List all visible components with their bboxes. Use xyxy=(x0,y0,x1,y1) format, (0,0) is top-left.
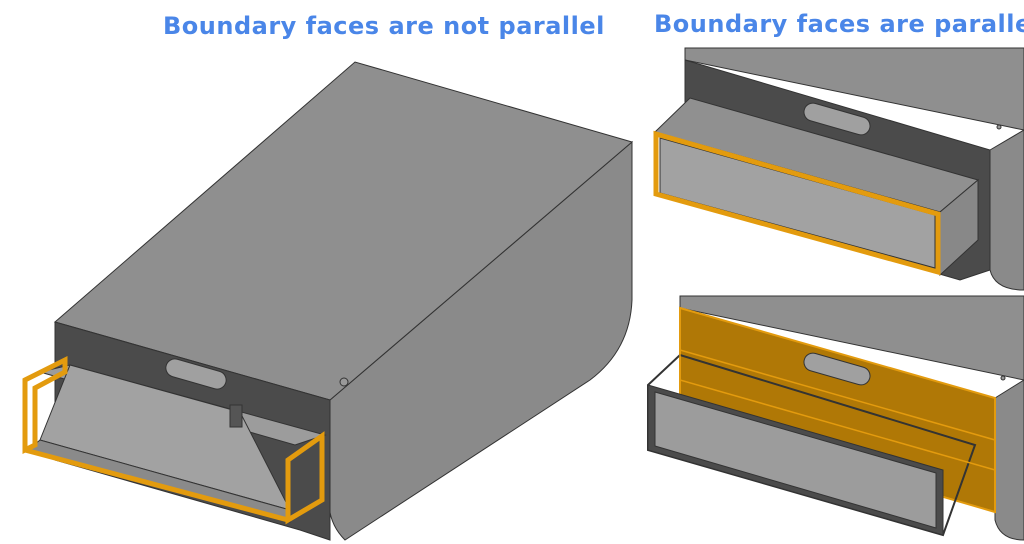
handle-slot xyxy=(803,102,871,136)
body-top-face xyxy=(684,47,1024,131)
screw-hole xyxy=(996,124,1002,130)
title-not-parallel: Boundary faces are not parallel xyxy=(163,12,605,40)
model-not-parallel xyxy=(22,61,634,541)
body-top-face xyxy=(679,295,1024,381)
body-right-face xyxy=(994,379,1024,541)
model-parallel-top xyxy=(653,47,1024,291)
highlight-face-outline xyxy=(653,130,941,276)
screw-hole xyxy=(339,377,349,387)
handle-slot xyxy=(165,358,227,390)
highlight-outline xyxy=(679,349,996,471)
model-parallel-bottom xyxy=(647,295,1024,541)
highlight-bottom-edge xyxy=(24,447,289,523)
drawer-opening xyxy=(654,391,937,529)
body-right-face xyxy=(989,129,1024,291)
title-parallel: Boundary faces are parallel xyxy=(654,10,1024,38)
screw-hole xyxy=(1000,375,1006,381)
highlight-front-face xyxy=(679,306,996,514)
highlight-right-face xyxy=(285,431,325,525)
handle-slot xyxy=(803,352,871,386)
